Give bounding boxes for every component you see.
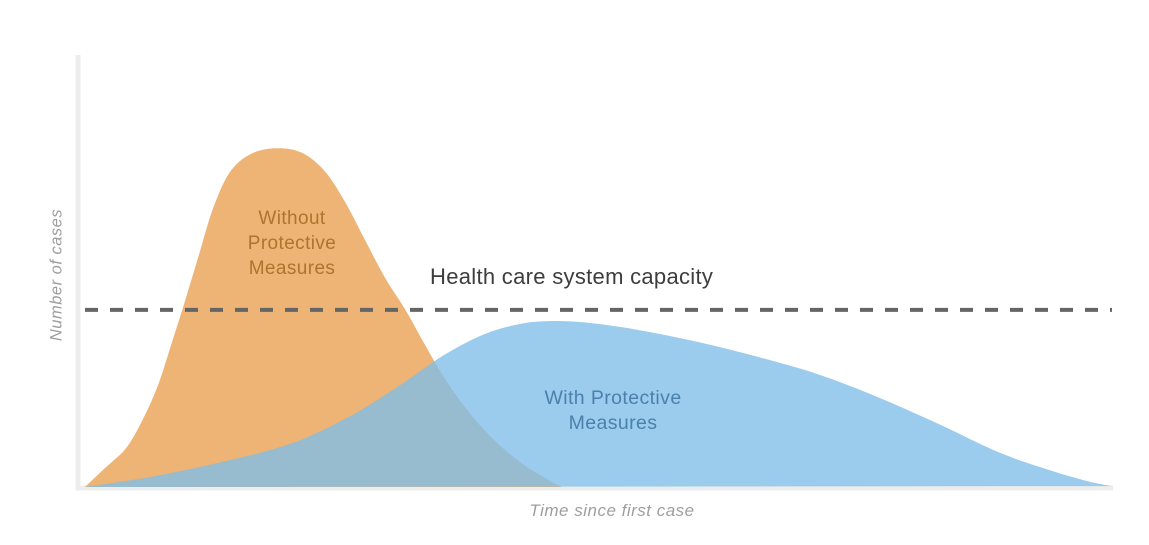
y-axis-label: Number of cases xyxy=(47,208,66,342)
x-axis-label: Time since first case xyxy=(529,501,695,520)
with-measures-label: With Protective Measures xyxy=(544,387,682,434)
with-measures-curve xyxy=(85,321,1112,487)
capacity-label: Health care system capacity xyxy=(430,264,714,289)
without-measures-label: Without Protective Measures xyxy=(247,208,337,279)
